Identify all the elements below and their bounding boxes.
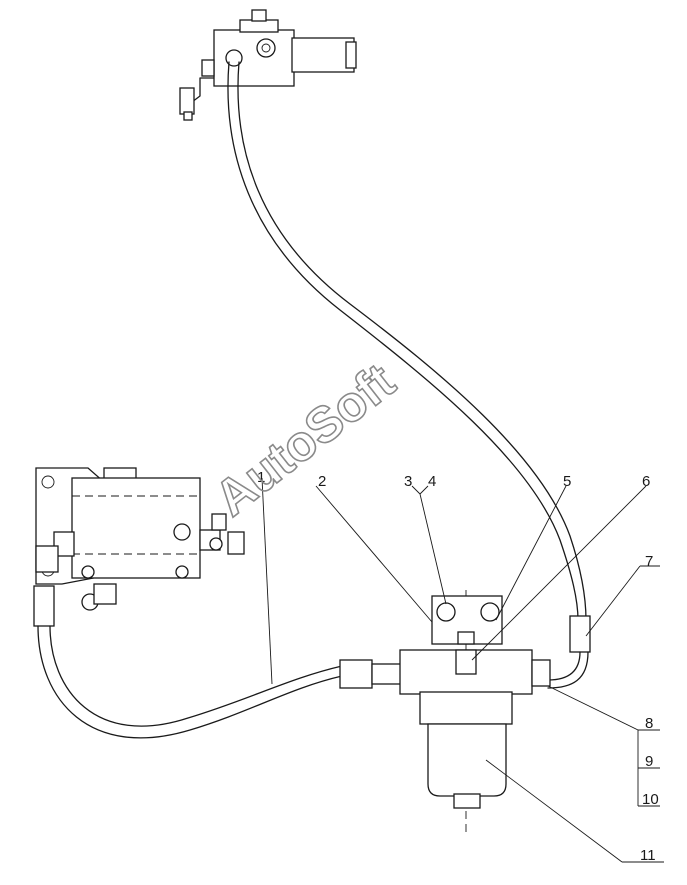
upper-hose bbox=[227, 61, 591, 689]
callout-labels: 1 2 3 4 5 6 7 8 9 10 11 bbox=[257, 469, 659, 864]
callout-9: 9 bbox=[645, 753, 653, 770]
callout-leaders bbox=[261, 477, 664, 863]
callout-3: 3 bbox=[404, 473, 412, 490]
callout-4: 4 bbox=[428, 473, 436, 490]
callout-7: 7 bbox=[645, 553, 653, 570]
callout-1: 1 bbox=[257, 469, 265, 486]
callout-6: 6 bbox=[642, 473, 650, 490]
filter-assembly bbox=[399, 590, 551, 832]
left-valve-block bbox=[35, 467, 245, 611]
lower-hose bbox=[33, 585, 403, 739]
callout-8: 8 bbox=[645, 715, 653, 732]
callout-10: 10 bbox=[642, 791, 659, 808]
callout-11: 11 bbox=[640, 847, 656, 864]
callout-5: 5 bbox=[563, 473, 571, 490]
watermark-logo: AutoSoft bbox=[204, 352, 405, 526]
top-valve-assembly bbox=[179, 9, 357, 121]
callout-2: 2 bbox=[318, 473, 326, 490]
